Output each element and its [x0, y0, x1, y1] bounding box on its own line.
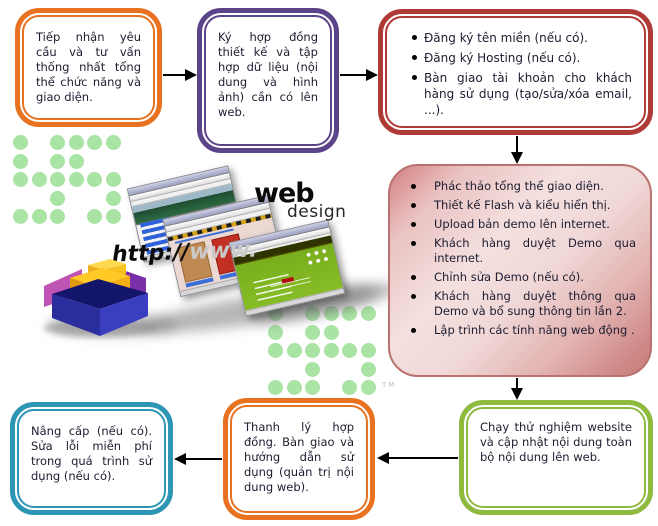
bullet-item: Khách hàng duyệt Demo qua internet.	[402, 236, 636, 266]
green-dot	[13, 172, 28, 187]
green-dot	[286, 380, 302, 395]
step-text: Tiếp nhận yêu cầu và tư vấn thống nhất t…	[22, 15, 155, 120]
green-dot	[105, 172, 121, 187]
green-dot	[305, 343, 320, 358]
green-dot	[31, 209, 47, 224]
trademark-text: TM	[382, 381, 397, 389]
step-box-domain-hosting: Đăng ký tên miền (nếu có). Đăng ký Hostin…	[378, 9, 653, 135]
arrow-step4-to-step5	[511, 378, 523, 400]
bullet-item: Upload bản demo lên internet.	[402, 217, 636, 232]
green-dot	[305, 324, 320, 340]
arrow-step5-to-step6	[377, 452, 458, 464]
green-dot	[31, 172, 47, 187]
green-dot	[286, 343, 302, 358]
green-dot	[50, 153, 65, 169]
bullet-item: Bàn giao tài khoản cho khách hàng sử dụn…	[411, 70, 632, 118]
green-dot	[268, 324, 283, 340]
green-dot	[360, 306, 376, 321]
green-dot	[323, 343, 339, 358]
window-dot-icons	[303, 246, 329, 266]
arrow-step2-to-step3	[340, 69, 378, 81]
bullet-item: Đăng ký tên miền (nếu có).	[411, 30, 632, 46]
green-dot	[268, 343, 283, 358]
bullet-list: Phác thảo tổng thể giao diện. Thiết kế Fl…	[402, 179, 636, 338]
green-dot	[68, 153, 84, 169]
green-dot	[105, 190, 121, 206]
bullet-item: Phác thảo tổng thể giao diện.	[402, 179, 636, 194]
green-dot	[50, 172, 65, 187]
step-bullets: Đăng ký tên miền (nếu có). Đăng ký Hostin…	[385, 16, 646, 128]
bullet-item: Khách hàng duyệt thông qua Demo và bổ su…	[402, 289, 636, 319]
green-dot	[360, 361, 376, 377]
green-dot	[50, 190, 65, 206]
green-dot	[68, 172, 84, 187]
green-dot	[87, 172, 102, 187]
step-box-handover: Thanh lý hợp đồng. Bàn giao và hướng dẫn…	[223, 398, 375, 520]
arrow-step3-to-step4	[511, 136, 523, 164]
green-dot	[50, 209, 65, 224]
green-dot	[87, 135, 102, 150]
arrow-step6-to-step7	[174, 453, 222, 465]
bullet-item: Chỉnh sửa Demo (nếu có).	[402, 270, 636, 285]
step-box-test-upload: Chạy thử nghiệm website và cập nhật nội …	[459, 400, 653, 515]
step-text: Chạy thử nghiệm website và cập nhật nội …	[466, 407, 646, 508]
green-dot	[68, 135, 84, 150]
green-dot	[87, 209, 102, 224]
green-dot	[305, 380, 320, 395]
green-dot	[342, 306, 357, 321]
step-text: Ký hợp đồng thiết kế và tập hợp dữ liệu …	[204, 15, 332, 146]
step-text: Thanh lý hợp đồng. Bàn giao và hướng dẫn…	[230, 405, 368, 513]
step-box-consult: Tiếp nhận yêu cầu và tư vấn thống nhất t…	[15, 8, 162, 127]
web-design-logo-top: web	[254, 178, 315, 209]
step-text: Nâng cấp (nếu có). Sửa lỗi miễn phí tron…	[17, 409, 166, 508]
green-dot	[105, 135, 121, 150]
step-box-design-demo: Phác thảo tổng thể giao diện. Thiết kế Fl…	[388, 164, 652, 377]
green-dot	[13, 209, 28, 224]
step-box-maintenance: Nâng cấp (nếu có). Sửa lỗi miễn phí tron…	[10, 402, 173, 515]
green-dot	[342, 343, 357, 358]
green-dot	[50, 135, 65, 150]
green-dot	[105, 209, 121, 224]
green-dot	[13, 135, 28, 150]
green-dot	[323, 324, 339, 340]
bullet-list: Đăng ký tên miền (nếu có). Đăng ký Hostin…	[411, 30, 632, 118]
green-dot	[305, 361, 320, 377]
arrow-step1-to-step2	[163, 69, 197, 81]
url-www: www.	[188, 237, 258, 265]
green-dot	[360, 380, 376, 395]
green-dot	[342, 380, 357, 395]
green-dot	[360, 343, 376, 358]
web-design-logo-bottom: design	[287, 202, 347, 222]
bullet-item: Lập trình các tính năng web động .	[402, 323, 636, 338]
green-dot	[268, 380, 283, 395]
step-box-contract: Ký hợp đồng thiết kế và tập hợp dữ liệu …	[197, 8, 339, 153]
bullet-item: Đăng ký Hosting (nếu có).	[411, 50, 632, 66]
green-dot	[13, 153, 28, 169]
package-box-icon	[44, 259, 156, 337]
bullet-item: Thiết kế Flash và kiểu hiển thị.	[402, 198, 636, 213]
